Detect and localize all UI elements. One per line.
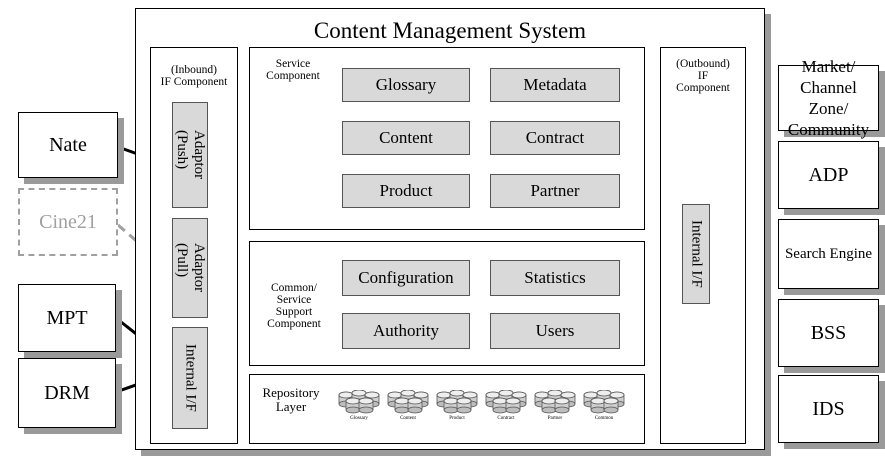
database-label: Common <box>594 416 614 421</box>
database-common: Common <box>581 389 627 421</box>
database-label: Partner <box>547 416 563 421</box>
database-label: Product <box>449 416 465 421</box>
common-label: Common/ Service Support Component <box>267 282 321 330</box>
database-icon <box>436 389 478 414</box>
system-adp: ADP <box>778 141 879 209</box>
database-partner: Partner <box>532 389 578 421</box>
glossary-box: Glossary <box>342 68 470 102</box>
users-box: Users <box>490 313 620 349</box>
system-mpt: MPT <box>18 284 116 352</box>
outbound-internal-if: Internal I/F <box>682 204 710 304</box>
database-icon <box>583 389 625 414</box>
system-nate: Nate <box>18 112 118 178</box>
authority-box: Authority <box>342 313 470 349</box>
repository-label: Repository Layer <box>262 385 320 414</box>
system-drm: DRM <box>18 358 116 428</box>
content-box: Content <box>342 121 470 155</box>
system-search-engine: Search Engine <box>778 219 879 289</box>
database-content: Content <box>385 389 431 421</box>
statistics-box: Statistics <box>490 260 620 296</box>
diagram-title: Content Management System <box>313 18 587 43</box>
database-label: Glossary <box>350 416 368 421</box>
database-icon <box>485 389 527 414</box>
adaptor-push: Adaptor (Push) <box>172 102 208 208</box>
system-ids: IDS <box>778 375 879 443</box>
database-icon <box>338 389 380 414</box>
outbound-label: (Outbound) IF Component <box>676 58 730 94</box>
system-bss: BSS <box>778 299 879 367</box>
database-label: Contract <box>497 416 515 421</box>
database-product: Product <box>434 389 480 421</box>
database-icon <box>534 389 576 414</box>
adaptor-pull: Adaptor (Pull) <box>172 218 208 318</box>
product-box: Product <box>342 174 470 208</box>
database-icon <box>387 389 429 414</box>
inbound-label: (Inbound) IF Component <box>160 64 228 88</box>
database-label: Content <box>400 416 416 421</box>
database-contract: Contract <box>483 389 529 421</box>
contract-box: Contract <box>490 121 620 155</box>
database-glossary: Glossary <box>336 389 382 421</box>
system-cine21: Cine21 <box>18 188 118 256</box>
system-market-channel-community: Market/ Channel Zone/ Community <box>778 57 879 139</box>
partner-box: Partner <box>490 174 620 208</box>
configuration-box: Configuration <box>342 260 470 296</box>
metadata-box: Metadata <box>490 68 620 102</box>
service-label: Service Component <box>266 58 320 82</box>
inbound-internal-if: Internal I/F <box>172 327 208 429</box>
